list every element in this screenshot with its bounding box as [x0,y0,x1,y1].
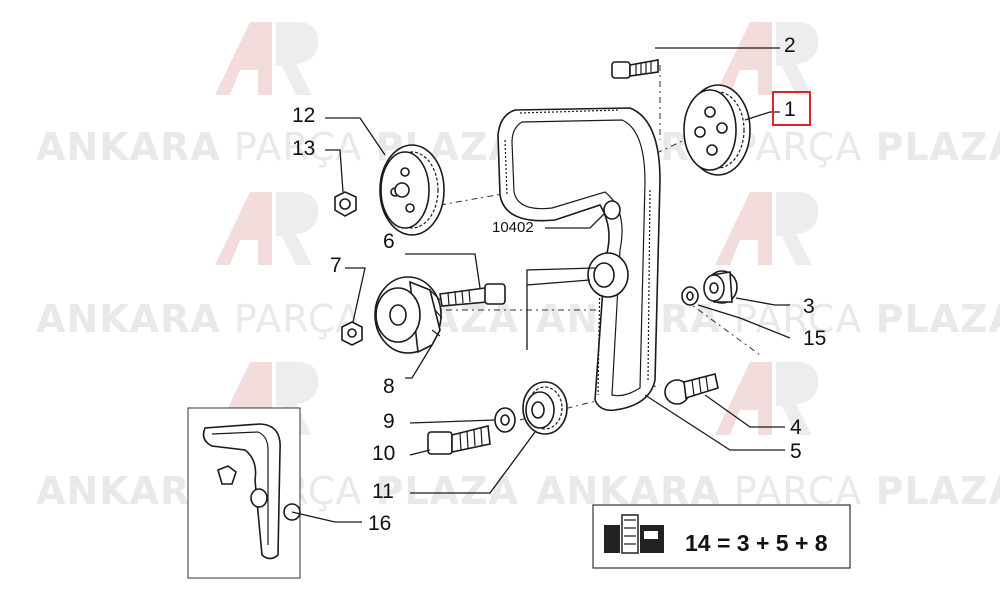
label-part-4[interactable]: 4 [790,416,802,439]
watermark-brand-mid: PARÇA [234,297,363,341]
watermark-brand-right: PLAZA [875,297,1000,341]
watermark-logo [715,22,819,95]
label-part-3[interactable]: 3 [803,295,815,318]
watermark-logo [215,22,319,95]
bolt [427,425,491,455]
label-part-6[interactable]: 6 [383,230,395,253]
svg-text:ANKARA PARÇA PLAZA: ANKARA PARÇA PLAZA [36,125,519,169]
kit-equation: 14 = 3 + 5 + 8 [685,530,828,556]
watermark-brand-right: PLAZA [375,469,518,513]
washer [681,286,699,306]
watermark-logo [715,362,819,435]
watermark-brand-right: PLAZA [875,469,1000,513]
label-part-9[interactable]: 9 [383,410,395,433]
part-labels: 1 2 3 4 5 6 7 8 9 10 11 12 13 15 16 1040… [292,34,826,535]
bolt [611,59,659,79]
bolt [439,283,506,307]
washer [494,407,516,433]
watermark-brand-mid: PARÇA [734,297,863,341]
belt-tensioner [374,276,443,354]
watermark-brand-mid: PARÇA [234,125,363,169]
nut [341,321,363,346]
label-part-15[interactable]: 15 [803,327,826,350]
camshaft-pulley-left [379,144,445,236]
watermark-layer: ANKARA PARÇA PLAZA ANKARA PARÇA PLAZA AN… [36,22,1000,513]
nut [334,191,357,217]
label-part-16[interactable]: 16 [368,512,391,535]
label-part-1[interactable]: 1 [784,98,796,121]
bolt [664,373,719,405]
label-part-2[interactable]: 2 [784,34,796,57]
kit-icon [604,514,664,554]
watermark-brand-right: PLAZA [875,125,1000,169]
watermark-logo [715,192,819,265]
label-part-8[interactable]: 8 [383,375,395,398]
label-part-12[interactable]: 12 [292,104,315,127]
belt-idler [587,200,629,298]
timing-belt [497,107,661,412]
label-part-11[interactable]: 11 [372,480,394,503]
crankshaft-sprocket [522,381,568,435]
label-part-5[interactable]: 5 [790,440,802,463]
idler-roller [703,270,738,304]
inset-drawing [187,407,301,579]
label-ref-10402[interactable]: 10402 [492,219,534,236]
watermark-logo [215,192,319,265]
watermark-brand-left: ANKARA [36,125,221,169]
highlight-box [772,91,811,126]
svg-text:ANKARA PARÇA PLAZA: ANKARA PARÇA PLAZA [536,469,1000,513]
watermark-brand-mid: PARÇA [734,125,863,169]
label-part-13[interactable]: 13 [292,137,315,160]
kit-box: 14 = 3 + 5 + 8 [592,504,851,569]
watermark-brand-left: ANKARA [36,297,221,341]
label-part-7[interactable]: 7 [330,254,342,277]
label-part-10[interactable]: 10 [372,442,395,465]
camshaft-pulley [683,84,751,176]
leader-lines [291,47,791,523]
assembly-lines [430,65,761,421]
